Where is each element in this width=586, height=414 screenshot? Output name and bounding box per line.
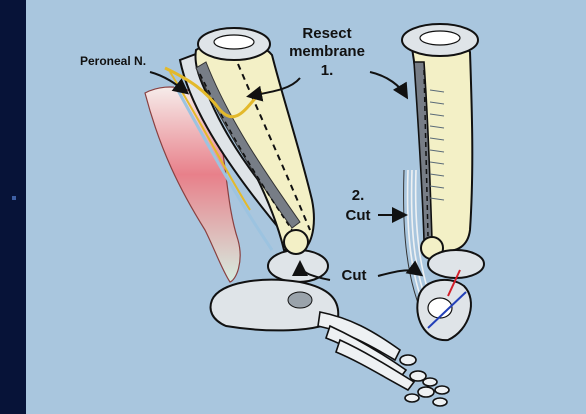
label-cut: Cut — [342, 267, 367, 284]
label-peroneal-nerve: Peroneal N. — [80, 54, 146, 68]
arrow-resect-right — [370, 72, 406, 96]
label-step-1: 1. — [321, 62, 334, 79]
label-cut-2: Cut — [346, 207, 371, 224]
left-leg-illustration — [145, 28, 449, 406]
label-resect: Resect — [302, 25, 351, 42]
label-step-2: 2. — [352, 187, 365, 204]
label-membrane: membrane — [289, 43, 365, 60]
right-leg-illustration — [402, 24, 484, 340]
right-talus — [428, 250, 484, 278]
